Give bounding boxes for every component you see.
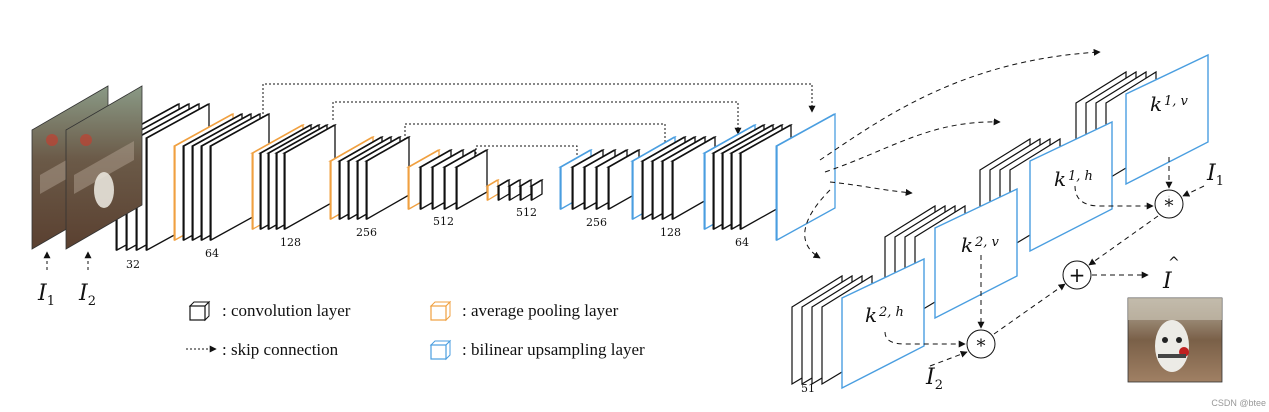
svg-text:I: I (1162, 269, 1173, 294)
upsample-layer (934, 187, 1018, 320)
svg-text:·: · (1168, 194, 1170, 200)
svg-text:2, h: 2, h (878, 305, 904, 320)
svg-text:*: * (1165, 196, 1174, 217)
conv-layer (364, 135, 411, 221)
kernel-label-k2v: k 2, v (961, 233, 1000, 257)
pool-layer (485, 178, 500, 202)
conv-layer (529, 178, 544, 202)
subnet-k2h (791, 257, 925, 390)
kernel-label-k1v: k 1, v (1150, 92, 1189, 116)
svg-text:k: k (865, 303, 877, 327)
output-label: I ^ (1162, 255, 1180, 294)
skip-connection (262, 83, 816, 122)
svg-text:1, h: 1, h (1068, 169, 1093, 184)
channel-label: 32 (126, 258, 140, 271)
legend-pool-icon (429, 300, 452, 322)
decoder-block-256 (558, 148, 641, 211)
input-image-2 (65, 85, 143, 250)
upsample-layer (1125, 53, 1209, 186)
channel-label: 512 (433, 215, 454, 228)
skip-connection (404, 123, 669, 155)
channel-label: 256 (586, 216, 607, 229)
flow-arrow (804, 189, 831, 259)
channel-label: 512 (516, 206, 537, 219)
flow-arrow (829, 181, 913, 196)
flow-arrow (819, 48, 1101, 161)
conv-layer (282, 123, 337, 231)
legend-conv-icon (188, 300, 211, 322)
svg-text:^: ^ (1168, 255, 1180, 271)
watermark: CSDN @btee (1211, 398, 1266, 408)
conv-layer (507, 178, 522, 202)
svg-text:k: k (1054, 167, 1066, 191)
encoder-block-64 (173, 112, 270, 242)
conv-layer (518, 178, 533, 202)
svg-text:1, v: 1, v (1164, 94, 1189, 109)
channel-label: 51 (801, 382, 815, 395)
legend-upsample-icon (429, 339, 452, 361)
layer-stacks (115, 53, 1209, 390)
upsample-layer (775, 112, 836, 242)
conv-layer (454, 148, 489, 211)
upsample-layer (1029, 120, 1113, 253)
encoder-block-256 (328, 135, 411, 221)
decoder-upsample-final (775, 112, 836, 242)
legend-skip-label: : skip connection (222, 340, 339, 359)
legend: : convolution layer : average pooling la… (186, 300, 645, 361)
bottleneck-block-512 (485, 178, 544, 202)
skip-connection (332, 101, 742, 135)
kernel-label-k1h: k 1, h (1054, 167, 1093, 191)
sum-operator: + (1062, 260, 1092, 290)
legend-conv-label: : convolution layer (222, 301, 351, 320)
encoder-block-128 (250, 123, 337, 231)
svg-text:2, v: 2, v (974, 235, 1000, 250)
kernel-label-k2h: k 2, h (865, 303, 904, 327)
channel-label: 128 (280, 236, 301, 249)
conv-layer (496, 178, 511, 202)
channel-label: 128 (660, 226, 681, 239)
legend-pool-label: : average pooling layer (462, 301, 619, 320)
channel-label: 64 (735, 236, 749, 249)
operator-input-i2: I2 (925, 365, 943, 393)
svg-text:k: k (961, 233, 973, 257)
encoder-block-512 (406, 148, 489, 211)
flow-arrows (804, 48, 1101, 259)
legend-upsample-label: : bilinear upsampling layer (462, 340, 645, 359)
local-conv-operator-1: * · (1154, 189, 1184, 219)
operator-input-i1: I1 (1206, 161, 1224, 189)
local-conv-operator-2: * (966, 329, 996, 359)
flow-arrow (824, 118, 1001, 173)
upsample-layer (841, 257, 925, 390)
decoder-block-128 (630, 135, 717, 221)
input-label-i1: I1 (37, 281, 55, 309)
svg-text:k: k (1150, 92, 1162, 116)
output-image (1127, 297, 1223, 383)
svg-text:*: * (977, 336, 986, 357)
channel-label: 64 (205, 247, 219, 260)
svg-text:+: + (1069, 263, 1086, 287)
input-label-i2: I2 (78, 281, 96, 309)
channel-label: 256 (356, 226, 377, 239)
